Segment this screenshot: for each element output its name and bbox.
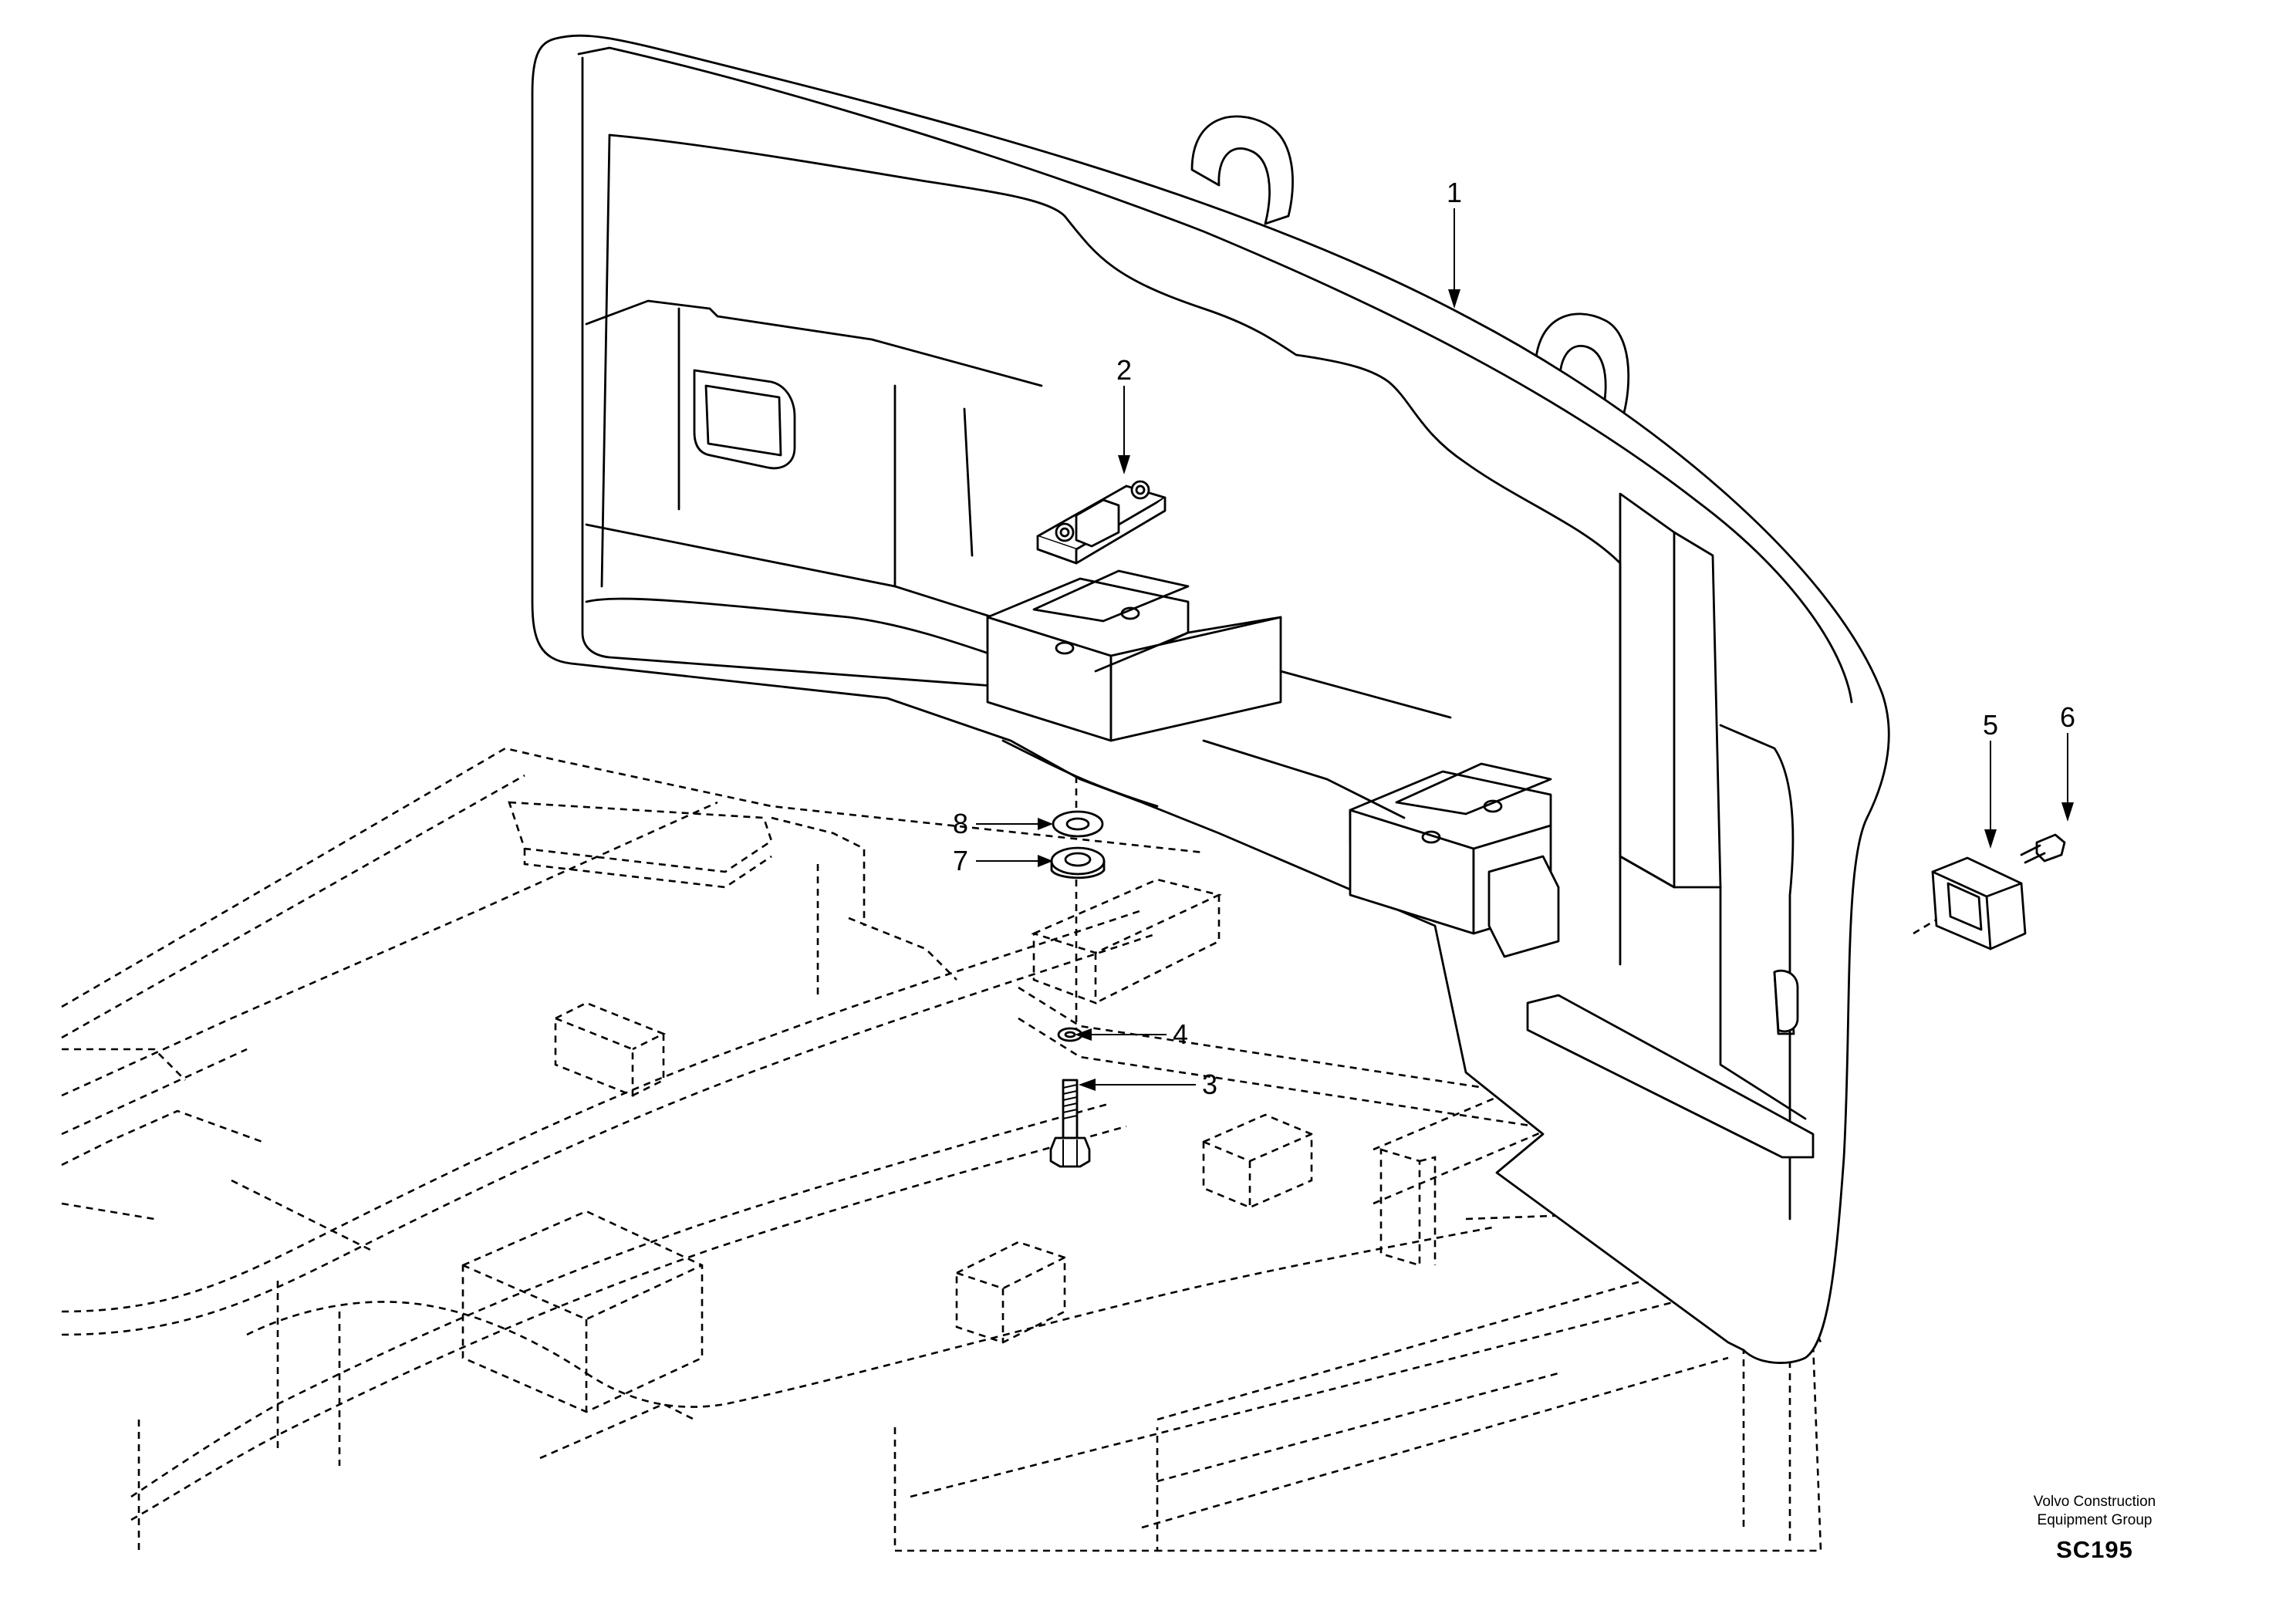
callout-2: 2 bbox=[1116, 354, 1132, 386]
callout-5: 5 bbox=[1983, 709, 1998, 741]
mounting-plate-part bbox=[1036, 480, 1167, 565]
counterweight-part bbox=[531, 34, 1890, 1364]
callout-6: 6 bbox=[2060, 701, 2075, 733]
callout-4: 4 bbox=[1173, 1018, 1188, 1050]
cover-and-screw-parts bbox=[1931, 833, 2066, 950]
bolt-washer-parts bbox=[1049, 1027, 1091, 1168]
credit-block: Volvo Construction Equipment Group SC195 bbox=[1979, 1493, 2210, 1564]
credit-company-line2: Equipment Group bbox=[2037, 1512, 2152, 1528]
callout-leaders bbox=[976, 208, 2074, 1091]
callout-1: 1 bbox=[1447, 177, 1462, 208]
washer-parts bbox=[1050, 810, 1106, 880]
callout-3: 3 bbox=[1202, 1069, 1217, 1100]
diagram-code: SC195 bbox=[2056, 1536, 2133, 1563]
credit-company-line1: Volvo Construction bbox=[2033, 1494, 2156, 1510]
callout-8: 8 bbox=[953, 808, 968, 839]
callout-7: 7 bbox=[953, 845, 968, 876]
